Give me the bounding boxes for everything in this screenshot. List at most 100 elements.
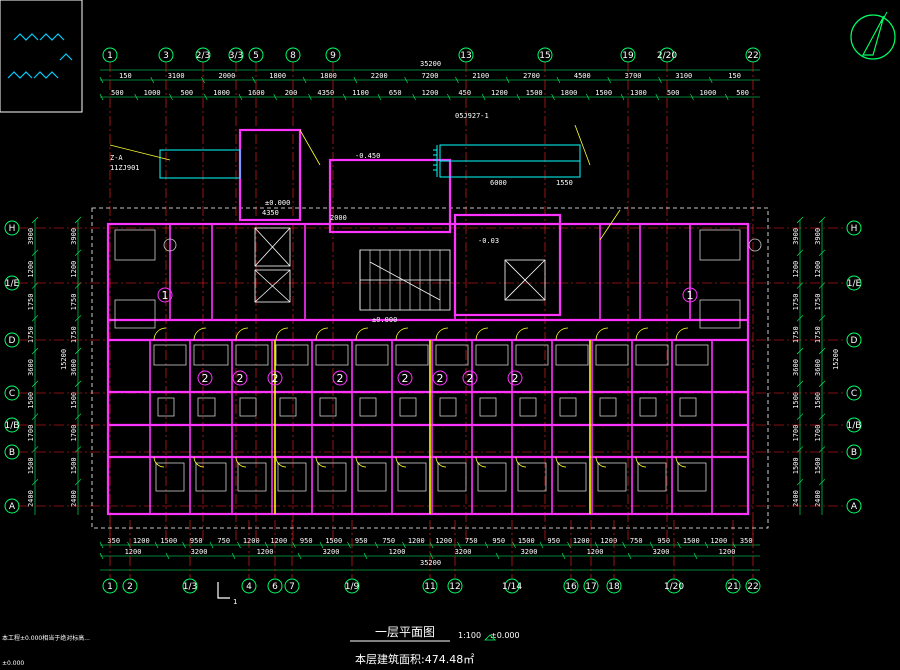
dimension-value: 1750	[27, 294, 35, 311]
dimension-value: 200	[285, 89, 298, 97]
annotation-texts: 05J927-1 Z-A 11ZJ901 ±0.000 -0.450 -0.03…	[110, 112, 573, 324]
axis-label: 8	[290, 51, 296, 61]
dimension-value: 1200	[422, 89, 439, 97]
dimension-value: 2400	[27, 490, 35, 507]
dimension-value: 2700	[523, 72, 540, 80]
door-swing-icon	[395, 456, 407, 468]
dimension-value: 500	[736, 89, 749, 97]
dimension-tick	[708, 76, 713, 84]
dimension-value: 1750	[70, 326, 78, 343]
dimension-tick	[620, 93, 625, 101]
door-swing-icon	[193, 327, 207, 341]
dimension-tick	[377, 93, 382, 101]
dimension-tick	[655, 93, 660, 101]
axis-bubble	[4, 332, 20, 348]
dimension-tick	[297, 552, 302, 560]
dimension-value: 950	[300, 537, 313, 545]
dimension-tick	[237, 541, 241, 549]
dimension-tick	[505, 76, 510, 84]
door-swing-icon	[475, 456, 487, 468]
toilet-icon	[163, 238, 177, 252]
dimension-tick	[677, 541, 681, 549]
axis-bubble	[102, 578, 118, 594]
dimension-tick	[796, 216, 804, 224]
dimension-value: 3100	[168, 72, 185, 80]
dimension-value: 1500	[70, 457, 78, 474]
dimension-value: 1200	[710, 537, 727, 545]
axis-label: 6	[272, 582, 278, 592]
dimension-value: 1200	[719, 548, 736, 556]
dimension-tick	[31, 446, 39, 453]
annotation-text: 1550	[556, 179, 573, 187]
axis-label: 15	[539, 51, 550, 61]
axis-bubble	[447, 578, 463, 594]
dimension-tick	[165, 552, 170, 560]
dimension-value: 750	[382, 537, 395, 545]
dimension-value: 500	[111, 89, 124, 97]
axis-label: D	[9, 336, 16, 346]
dimension-tick	[512, 541, 516, 549]
bathroom-fixture-icon	[479, 397, 497, 417]
section-mark-label: 1	[233, 598, 237, 606]
axis-label: 2	[127, 582, 133, 592]
dimension-tick	[292, 541, 296, 549]
door-swing-icon	[675, 327, 689, 341]
bed-icon	[699, 229, 741, 261]
room-number: 1	[162, 289, 169, 302]
dimension-value: 1750	[814, 326, 822, 343]
dimension-tick	[796, 249, 804, 256]
bed-icon	[677, 462, 707, 492]
annotation-text: 11ZJ901	[110, 164, 140, 172]
dimension-value: 1500	[526, 89, 543, 97]
door-swing-icon	[595, 327, 609, 341]
dimension-tick	[74, 380, 82, 388]
dimension-value: 1600	[248, 89, 265, 97]
dimension-tick	[818, 380, 826, 388]
dimension-value: 1750	[27, 326, 35, 343]
room-number-bubble	[332, 370, 348, 386]
dimension-value: 3200	[653, 548, 670, 556]
dimension-value: 1200	[133, 537, 150, 545]
axis-bubble	[846, 444, 862, 460]
dimension-tick	[556, 76, 561, 84]
axis-label: 13	[460, 51, 471, 61]
bathroom-fixture-icon	[599, 397, 617, 417]
dimension-tick	[342, 93, 347, 101]
axis-label: 4	[246, 582, 252, 592]
dimension-tick	[31, 216, 39, 224]
dimension-value: 3200	[323, 548, 340, 556]
dimension-value: 2400	[814, 490, 822, 507]
door-swing-icon	[275, 456, 287, 468]
dimension-value: 350	[740, 537, 753, 545]
axis-label: 2/3	[196, 51, 210, 61]
drawing-title: 一层平面图	[375, 625, 435, 639]
furniture-layer	[114, 229, 762, 492]
bed-icon	[114, 229, 156, 261]
room-number-bubble	[267, 370, 283, 386]
bed-icon	[277, 462, 307, 492]
dimension-value: 2400	[792, 490, 800, 507]
bathroom-fixture-icon	[197, 397, 216, 417]
dimension-tick	[99, 93, 104, 101]
axis-bubble	[846, 385, 862, 401]
annotation-text: -0.03	[478, 237, 499, 245]
dimension-tick	[402, 541, 406, 549]
door-swing-icon	[275, 327, 289, 341]
door-swing-icon	[235, 456, 247, 468]
bathroom-fixture-icon	[359, 397, 377, 417]
dimension-tick	[353, 76, 358, 84]
dimension-value: 1500	[27, 457, 35, 474]
dimension-tick	[74, 315, 82, 322]
dimension-value: 2100	[472, 72, 489, 80]
area-note: 本层建筑面积:474.48㎡	[355, 652, 474, 666]
room-number: 2	[437, 372, 444, 385]
dimension-value: 2200	[371, 72, 388, 80]
dimension-tick	[99, 541, 104, 549]
bathroom-fixture-icon	[239, 397, 257, 417]
dimension-tick	[302, 76, 307, 84]
annotation-text: ±0.000	[372, 316, 397, 324]
annotation-text: -0.450	[355, 152, 380, 160]
dimension-value: 1500	[518, 537, 535, 545]
